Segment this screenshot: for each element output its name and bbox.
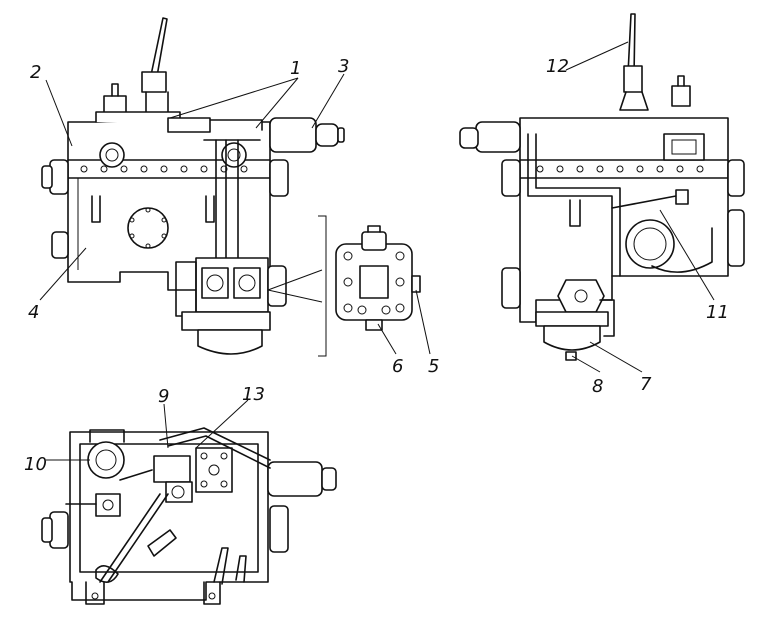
callout-1: 1: [290, 58, 301, 79]
callout-12: 12: [546, 56, 569, 77]
view-front: [41, 17, 345, 357]
view-rear: [459, 13, 745, 361]
callout-4: 4: [28, 302, 39, 323]
callout-8: 8: [592, 376, 603, 397]
callout-7: 7: [640, 374, 652, 395]
callout-labels: 1 2 3 4 5 6 7 8 9 10 11 12 13: [24, 56, 729, 475]
view-top: [41, 427, 337, 605]
callout-10: 10: [24, 454, 47, 475]
view-filter-cover-detail: [335, 225, 421, 331]
callout-2: 2: [30, 62, 41, 83]
callout-6: 6: [392, 356, 403, 377]
callout-5: 5: [428, 356, 439, 377]
callout-9: 9: [158, 386, 169, 407]
callout-13: 13: [242, 384, 265, 405]
leader-lines: [39, 41, 715, 461]
callout-3: 3: [338, 56, 349, 77]
callout-11: 11: [706, 302, 729, 323]
